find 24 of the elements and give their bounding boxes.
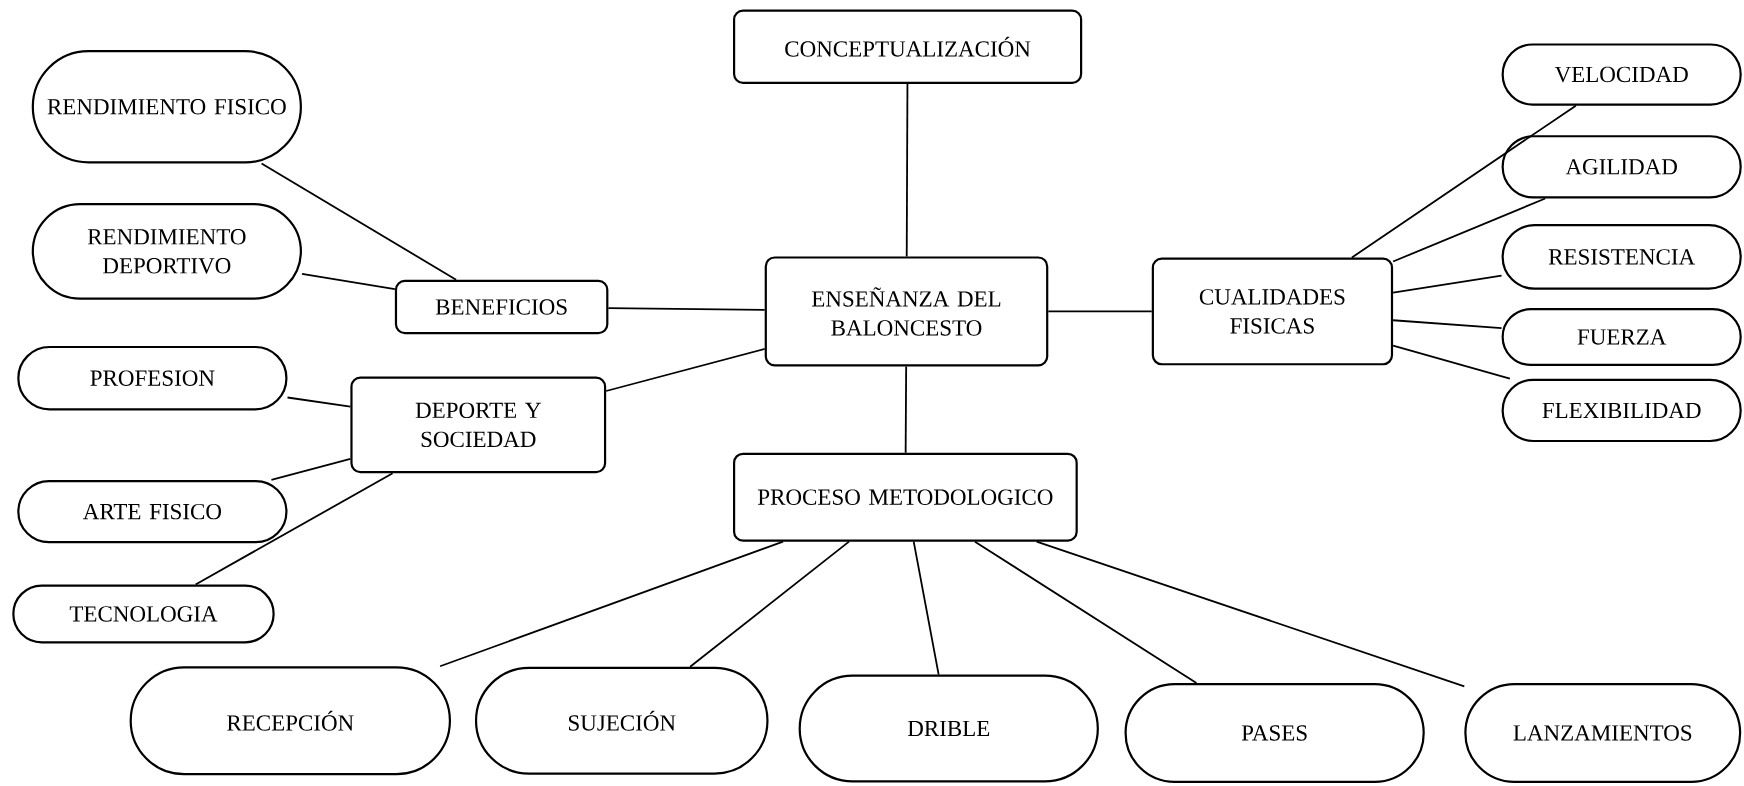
connector-line bbox=[1047, 310, 1153, 313]
connector-line bbox=[905, 82, 909, 258]
concept-box: ENSEÑANZA DEL BALONCESTO bbox=[764, 256, 1049, 367]
connector-line bbox=[194, 472, 394, 586]
connector-line bbox=[260, 162, 457, 281]
connector-line bbox=[301, 272, 396, 290]
connector-line bbox=[912, 540, 940, 676]
connector-line bbox=[689, 540, 850, 668]
concept-box: CONCEPTUALIZACIÓN bbox=[733, 9, 1083, 84]
connector-line bbox=[286, 396, 352, 408]
connector-line bbox=[1351, 104, 1577, 259]
connector-line bbox=[1392, 319, 1503, 329]
connector-line bbox=[605, 347, 766, 392]
concept-box: CUALIDADES FISICAS bbox=[1151, 257, 1394, 366]
concept-box: PROCESO METODOLOGICO bbox=[733, 452, 1078, 542]
connector-line bbox=[974, 540, 1198, 684]
connector-line bbox=[1392, 274, 1503, 294]
concept-box: DEPORTE Y SOCIEDAD bbox=[350, 376, 607, 474]
connector-line bbox=[1035, 540, 1466, 688]
connector-line bbox=[270, 457, 352, 481]
concept-box: BENEFICIOS bbox=[394, 279, 609, 335]
connector-line bbox=[439, 540, 784, 667]
connector-line bbox=[607, 307, 766, 311]
connector-line bbox=[904, 365, 908, 454]
